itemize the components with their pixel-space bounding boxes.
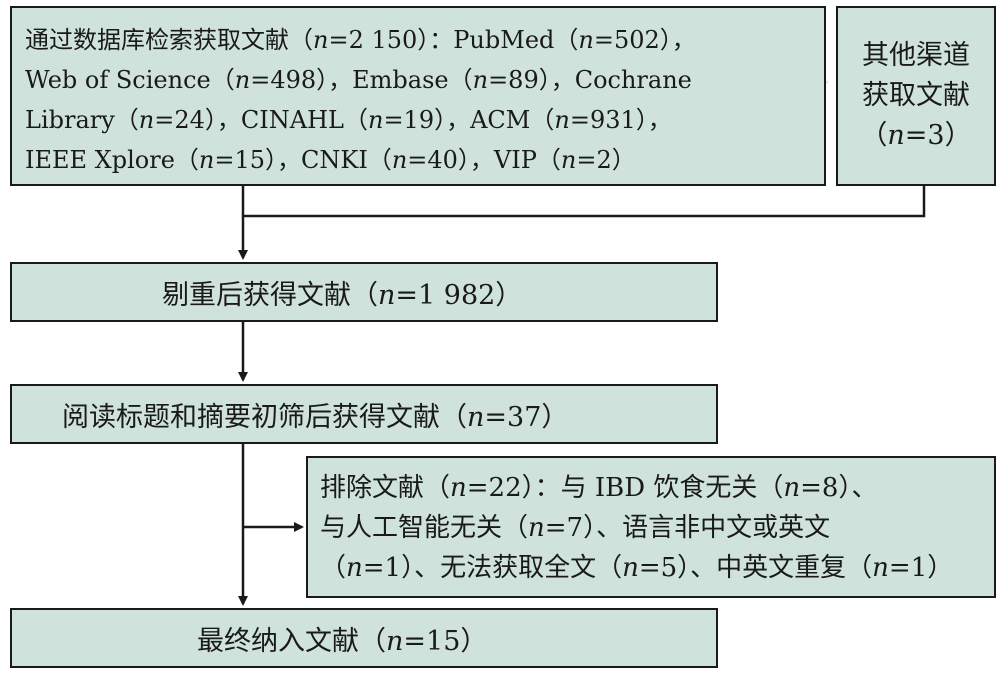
included-box: 最终纳入文献（n=15） xyxy=(10,608,718,668)
database-search-box: 通过数据库检索获取文献（n=2 150）：PubMed（n=502）， Web … xyxy=(10,6,826,186)
excluded-line-2: 与人工智能无关（n=7）、语言非中文或英文 xyxy=(320,513,831,543)
excluded-box: 排除文献（n=22）：与 IBD 饮食无关（n=8）、 与人工智能无关（n=7）… xyxy=(306,456,996,598)
database-search-line-1: 通过数据库检索获取文献（n=2 150）：PubMed（n=502）， xyxy=(25,26,696,54)
other-sources-text: 其他渠道 获取文献 （n=3） xyxy=(838,8,994,184)
other-sources-count: （n=3） xyxy=(860,120,972,151)
screened-text: 阅读标题和摘要初筛后获得文献（n=37） xyxy=(62,401,569,433)
database-search-line-3: Library（n=24），CINAHL（n=19），ACM（n=931）， xyxy=(25,106,672,134)
screened-box: 阅读标题和摘要初筛后获得文献（n=37） xyxy=(10,384,718,444)
other-sources-line-1: 其他渠道 xyxy=(862,40,970,71)
excluded-line-3: （n=1）、无法获取全文（n=5）、中英文重复（n=1） xyxy=(320,553,954,583)
connector-other-to-main xyxy=(243,186,926,218)
excluded-text: 排除文献（n=22）：与 IBD 饮食无关（n=8）、 与人工智能无关（n=7）… xyxy=(308,458,994,596)
excluded-line-1: 排除文献（n=22）：与 IBD 饮食无关（n=8）、 xyxy=(320,473,878,503)
included-text: 最终纳入文献（n=15） xyxy=(197,625,488,657)
deduplicated-box: 剔重后获得文献（n=1 982） xyxy=(10,262,718,322)
other-sources-line-2: 获取文献 xyxy=(862,80,970,111)
other-sources-box: 其他渠道 获取文献 （n=3） xyxy=(836,6,996,186)
database-search-line-2: Web of Science（n=498），Embase（n=89），Cochr… xyxy=(25,66,692,94)
database-search-line-4: IEEE Xplore（n=15），CNKI（n=40），VIP（n=2） xyxy=(25,146,636,174)
database-search-text: 通过数据库检索获取文献（n=2 150）：PubMed（n=502）， Web … xyxy=(12,8,824,184)
deduplicated-text: 剔重后获得文献（n=1 982） xyxy=(162,279,523,311)
